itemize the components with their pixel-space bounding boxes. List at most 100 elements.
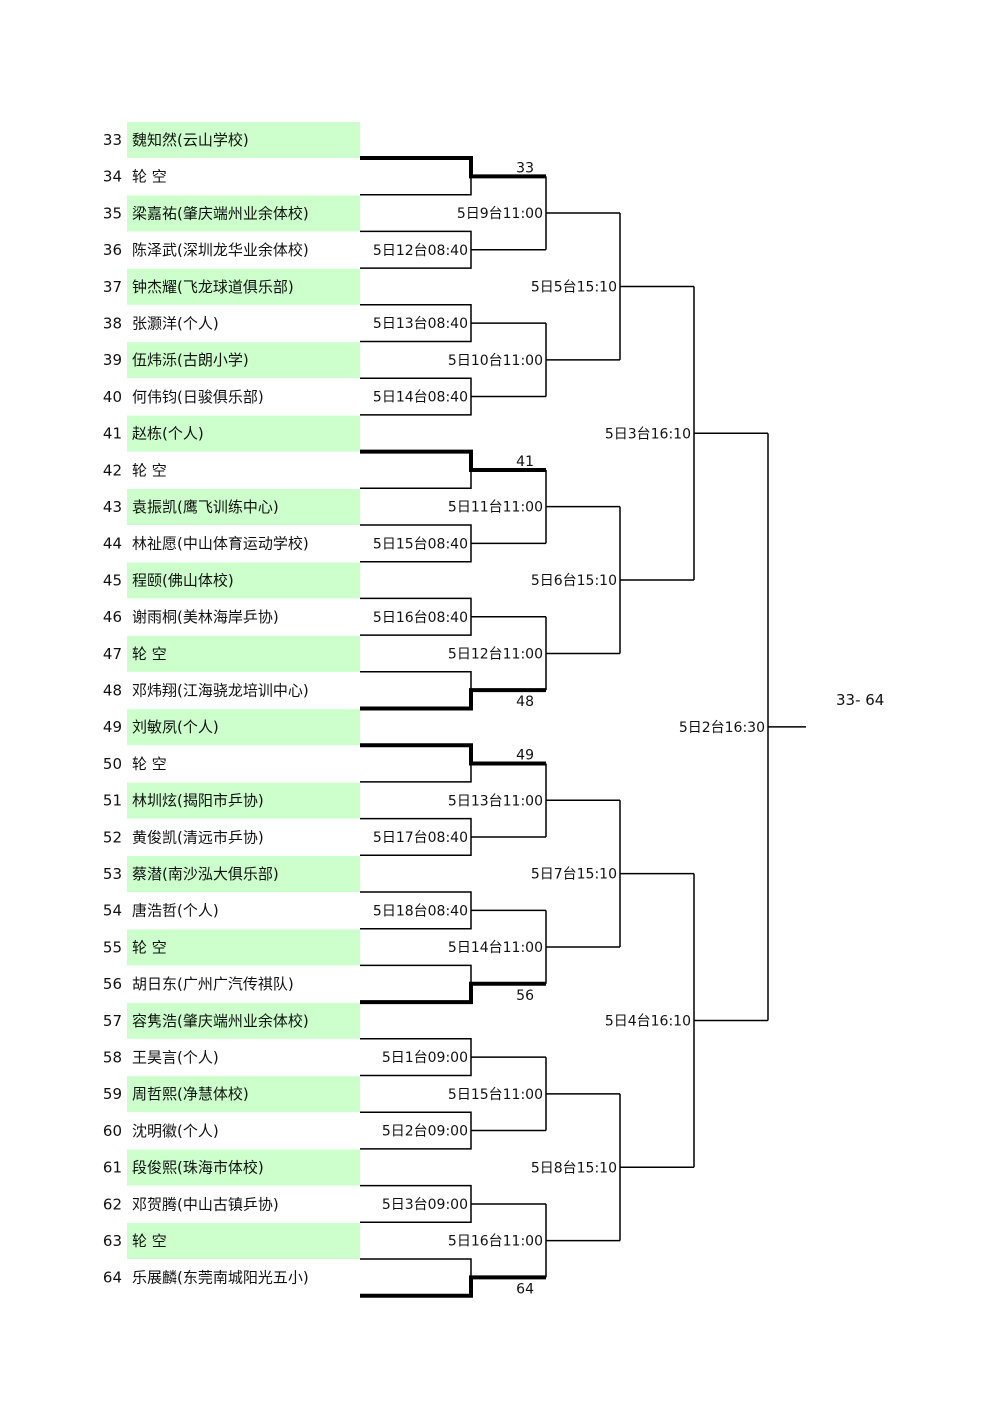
match-time-label: 5日16台11:00 (448, 1234, 543, 1250)
player-name: 轮 空 (132, 461, 167, 479)
player-highlight (127, 929, 360, 966)
player-number: 52 (103, 828, 122, 846)
player-highlight (127, 562, 360, 599)
player-number: 49 (103, 718, 122, 736)
advance-number: 41 (516, 454, 534, 470)
advance-number: 56 (516, 988, 534, 1004)
player-name: 邓炜翔(江海骁龙培训中心) (132, 682, 309, 700)
player-number: 54 (103, 902, 122, 920)
match-time-label: 5日10台11:00 (448, 353, 543, 369)
player-name: 胡日东(广州广汽传祺队) (132, 975, 294, 993)
player-name: 轮 空 (132, 645, 167, 663)
player-number: 43 (103, 498, 122, 516)
player-name: 容隽浩(肇庆端州业余体校) (132, 1012, 309, 1030)
advance-number: 33 (516, 160, 534, 176)
advance-number: 48 (516, 694, 534, 710)
bye-advance-line (360, 156, 546, 179)
match-time-label: 5日2台16:30 (679, 720, 765, 736)
match-time-label: 5日15台11:00 (448, 1087, 543, 1103)
advance-number: 64 (516, 1281, 534, 1297)
player-name: 梁嘉祐(肇庆端州业余体校) (132, 204, 309, 222)
bye-line (360, 1258, 472, 1278)
player-name: 乐展麟(东莞南城阳光五小) (132, 1269, 309, 1287)
match-time-label: 5日3台09:00 (382, 1197, 468, 1213)
player-name: 赵栋(个人) (132, 425, 204, 443)
player-highlight (127, 1002, 360, 1039)
player-highlight (127, 122, 360, 158)
player-highlight (127, 1223, 360, 1259)
bye-line (360, 176, 472, 196)
match-time-label: 5日14台11:00 (448, 940, 543, 956)
match-time-label: 5日4台16:10 (605, 1013, 691, 1029)
player-highlight (127, 1076, 360, 1113)
player-highlight (127, 782, 360, 819)
player-name: 邓贺腾(中山古镇乒协) (132, 1195, 279, 1213)
player-highlight (127, 195, 360, 232)
match-time-label: 5日3台16:10 (605, 426, 691, 442)
player-name: 魏知然(云山学校) (132, 131, 249, 149)
player-name: 蔡潜(南沙泓大俱乐部) (132, 865, 279, 883)
bye-advance-line (360, 981, 546, 1005)
player-highlight (127, 268, 360, 305)
player-number: 47 (103, 645, 122, 663)
bracket-lines-layer (360, 156, 806, 1298)
player-name: 周哲熙(净慧体校) (132, 1085, 249, 1103)
player-number: 44 (103, 535, 122, 553)
player-number: 41 (103, 425, 122, 443)
bye-advance-line (360, 688, 546, 711)
player-name: 唐浩哲(个人) (132, 902, 219, 920)
match-time-label: 5日11台11:00 (448, 500, 543, 516)
match-time-label: 5日13台11:00 (448, 793, 543, 809)
player-number: 38 (103, 315, 122, 333)
match-time-label: 5日13台08:40 (373, 316, 468, 332)
bye-advance-line (360, 449, 546, 472)
match-time-label: 5日14台08:40 (373, 390, 468, 406)
player-number: 57 (103, 1012, 122, 1030)
player-number: 50 (103, 755, 122, 773)
match-time-label: 5日1台09:00 (382, 1050, 468, 1066)
player-number: 51 (103, 792, 122, 810)
match-time-label: 5日15台08:40 (373, 536, 468, 552)
match-time-label: 5日6台15:10 (531, 573, 617, 589)
player-highlight (127, 856, 360, 892)
bye-advance-line (360, 1275, 546, 1298)
player-name: 轮 空 (132, 168, 167, 186)
player-name: 轮 空 (132, 755, 167, 773)
player-number: 62 (103, 1195, 122, 1213)
player-name: 钟杰耀(飞龙球道俱乐部) (132, 278, 294, 296)
player-number: 63 (103, 1232, 122, 1250)
player-highlight (127, 1149, 360, 1186)
bye-advance-line (360, 743, 546, 766)
player-name: 程颐(佛山体校) (132, 571, 234, 589)
player-highlight (127, 342, 360, 379)
bye-line (360, 964, 472, 984)
bye-line (360, 469, 472, 490)
match-time-label: 5日7台15:10 (531, 867, 617, 883)
player-name: 伍炜泺(古朗小学) (132, 351, 249, 369)
player-number: 39 (103, 351, 122, 369)
player-name: 沈明徽(个人) (132, 1122, 219, 1140)
player-name: 段俊熙(珠海市体校) (132, 1159, 264, 1177)
player-name: 林祉愿(中山体育运动学校) (132, 535, 309, 553)
player-name: 谢雨桐(美林海岸乒协) (132, 608, 279, 626)
player-number: 48 (103, 682, 122, 700)
player-number: 33 (103, 131, 122, 149)
match-time-label: 5日9台11:00 (457, 206, 543, 222)
player-number: 58 (103, 1049, 122, 1067)
advance-number: 49 (516, 748, 534, 764)
player-number: 36 (103, 241, 122, 259)
player-name: 何伟钧(日骏俱乐部) (132, 388, 264, 406)
player-number: 60 (103, 1122, 122, 1140)
player-highlight-layer (127, 122, 360, 1259)
player-name: 陈泽武(深圳龙华业余体校) (132, 241, 309, 259)
player-number: 37 (103, 278, 122, 296)
player-number: 59 (103, 1085, 122, 1103)
player-name: 刘敏夙(个人) (132, 718, 219, 736)
match-time-label: 5日12台08:40 (373, 243, 468, 259)
match-time-label: 5日16台08:40 (373, 610, 468, 626)
player-name: 轮 空 (132, 938, 167, 956)
player-number: 42 (103, 461, 122, 479)
match-time-label: 5日17台08:40 (373, 830, 468, 846)
